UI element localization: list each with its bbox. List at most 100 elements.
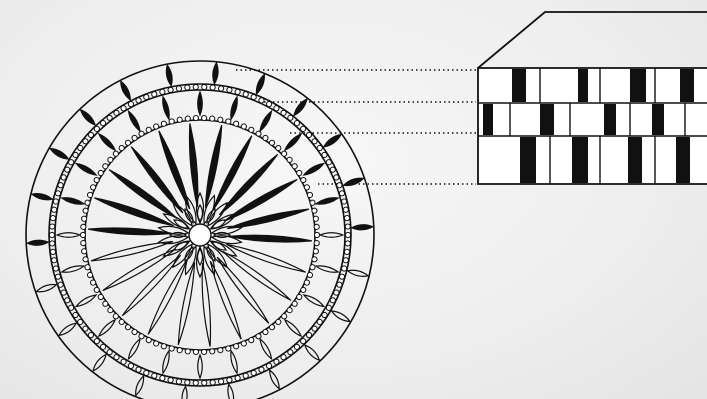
bead xyxy=(87,192,92,197)
middle-ring-cell xyxy=(285,134,301,150)
bead xyxy=(304,280,309,285)
outer-ring-cell xyxy=(324,135,341,147)
bead xyxy=(317,145,322,150)
bead xyxy=(108,157,113,162)
bead xyxy=(161,121,166,126)
middle-ring-cell xyxy=(76,164,96,176)
bead xyxy=(152,373,157,378)
bead xyxy=(306,332,311,337)
bead xyxy=(334,175,339,180)
bead xyxy=(259,98,264,103)
block-cell-filled xyxy=(628,137,642,183)
bead xyxy=(94,339,99,344)
bead xyxy=(226,119,231,124)
bead xyxy=(274,359,279,364)
middle-ring-cell xyxy=(129,339,141,359)
bead xyxy=(339,274,344,279)
bead xyxy=(144,94,149,99)
bead xyxy=(326,305,331,310)
outer-ring-cell xyxy=(228,384,234,399)
inner-spoke xyxy=(91,241,173,260)
bead xyxy=(78,319,83,324)
bead xyxy=(69,160,74,165)
bead xyxy=(83,208,88,213)
bead xyxy=(210,116,215,121)
bead xyxy=(52,207,57,212)
bead xyxy=(202,84,207,89)
block-cell-filled xyxy=(483,104,493,135)
bead xyxy=(132,135,137,140)
bead xyxy=(288,350,293,355)
bead xyxy=(234,344,239,349)
bead xyxy=(113,151,118,156)
bead xyxy=(88,332,93,337)
bead xyxy=(297,170,302,175)
bead xyxy=(88,132,93,137)
bead xyxy=(146,127,151,132)
bead xyxy=(98,170,103,175)
bead xyxy=(281,355,286,360)
bead xyxy=(81,241,86,246)
inner-spoke xyxy=(189,123,197,207)
block-cell-filled xyxy=(676,137,690,183)
bead xyxy=(78,145,83,150)
block-cell-filled xyxy=(520,137,536,183)
bead xyxy=(322,152,327,157)
bead xyxy=(256,334,261,339)
bead xyxy=(201,115,206,120)
outer-ring-cell xyxy=(27,240,48,245)
outer-ring-cell xyxy=(166,65,172,86)
bead xyxy=(128,102,133,107)
middle-ring-cell xyxy=(76,295,96,307)
bead xyxy=(73,152,78,157)
bead xyxy=(132,329,137,334)
outer-ring-cell xyxy=(93,354,106,371)
bead xyxy=(136,98,141,103)
inner-spoke xyxy=(202,263,210,347)
bead xyxy=(313,216,318,221)
bead xyxy=(81,224,86,229)
central-petal xyxy=(214,233,230,238)
bead xyxy=(52,258,57,263)
bead xyxy=(114,355,119,360)
block-cell-filled xyxy=(572,137,588,183)
inner-spoke xyxy=(94,198,173,226)
bead xyxy=(83,139,88,144)
radial-ring-diagram xyxy=(26,61,374,399)
bead xyxy=(235,376,240,381)
bead xyxy=(330,298,335,303)
outer-ring-cell xyxy=(270,370,280,389)
middle-ring-cell xyxy=(304,295,324,307)
bead xyxy=(345,241,350,246)
bead xyxy=(55,274,60,279)
bead xyxy=(288,115,293,120)
bead xyxy=(91,280,96,285)
bead xyxy=(226,346,231,351)
bead xyxy=(168,87,173,92)
bead xyxy=(136,367,141,372)
middle-ring-cell xyxy=(99,134,115,150)
bead xyxy=(169,119,174,124)
middle-ring-cell xyxy=(198,355,203,378)
bead xyxy=(266,363,271,368)
middle-ring-cell xyxy=(129,111,141,131)
bead xyxy=(55,191,60,196)
bead xyxy=(103,164,108,169)
central-petal xyxy=(207,247,215,261)
bead xyxy=(339,191,344,196)
bead xyxy=(210,85,215,90)
outer-ring-cell xyxy=(352,225,373,230)
bead xyxy=(263,329,268,334)
bead xyxy=(301,339,306,344)
bead xyxy=(160,376,165,381)
bead xyxy=(306,132,311,137)
middle-ring-cell xyxy=(304,164,324,176)
bead xyxy=(307,192,312,197)
bead xyxy=(312,139,317,144)
bead xyxy=(61,290,66,295)
middle-ring-cell xyxy=(99,320,115,336)
block-cell-filled xyxy=(540,104,554,135)
bead xyxy=(94,126,99,131)
bead xyxy=(287,157,292,162)
